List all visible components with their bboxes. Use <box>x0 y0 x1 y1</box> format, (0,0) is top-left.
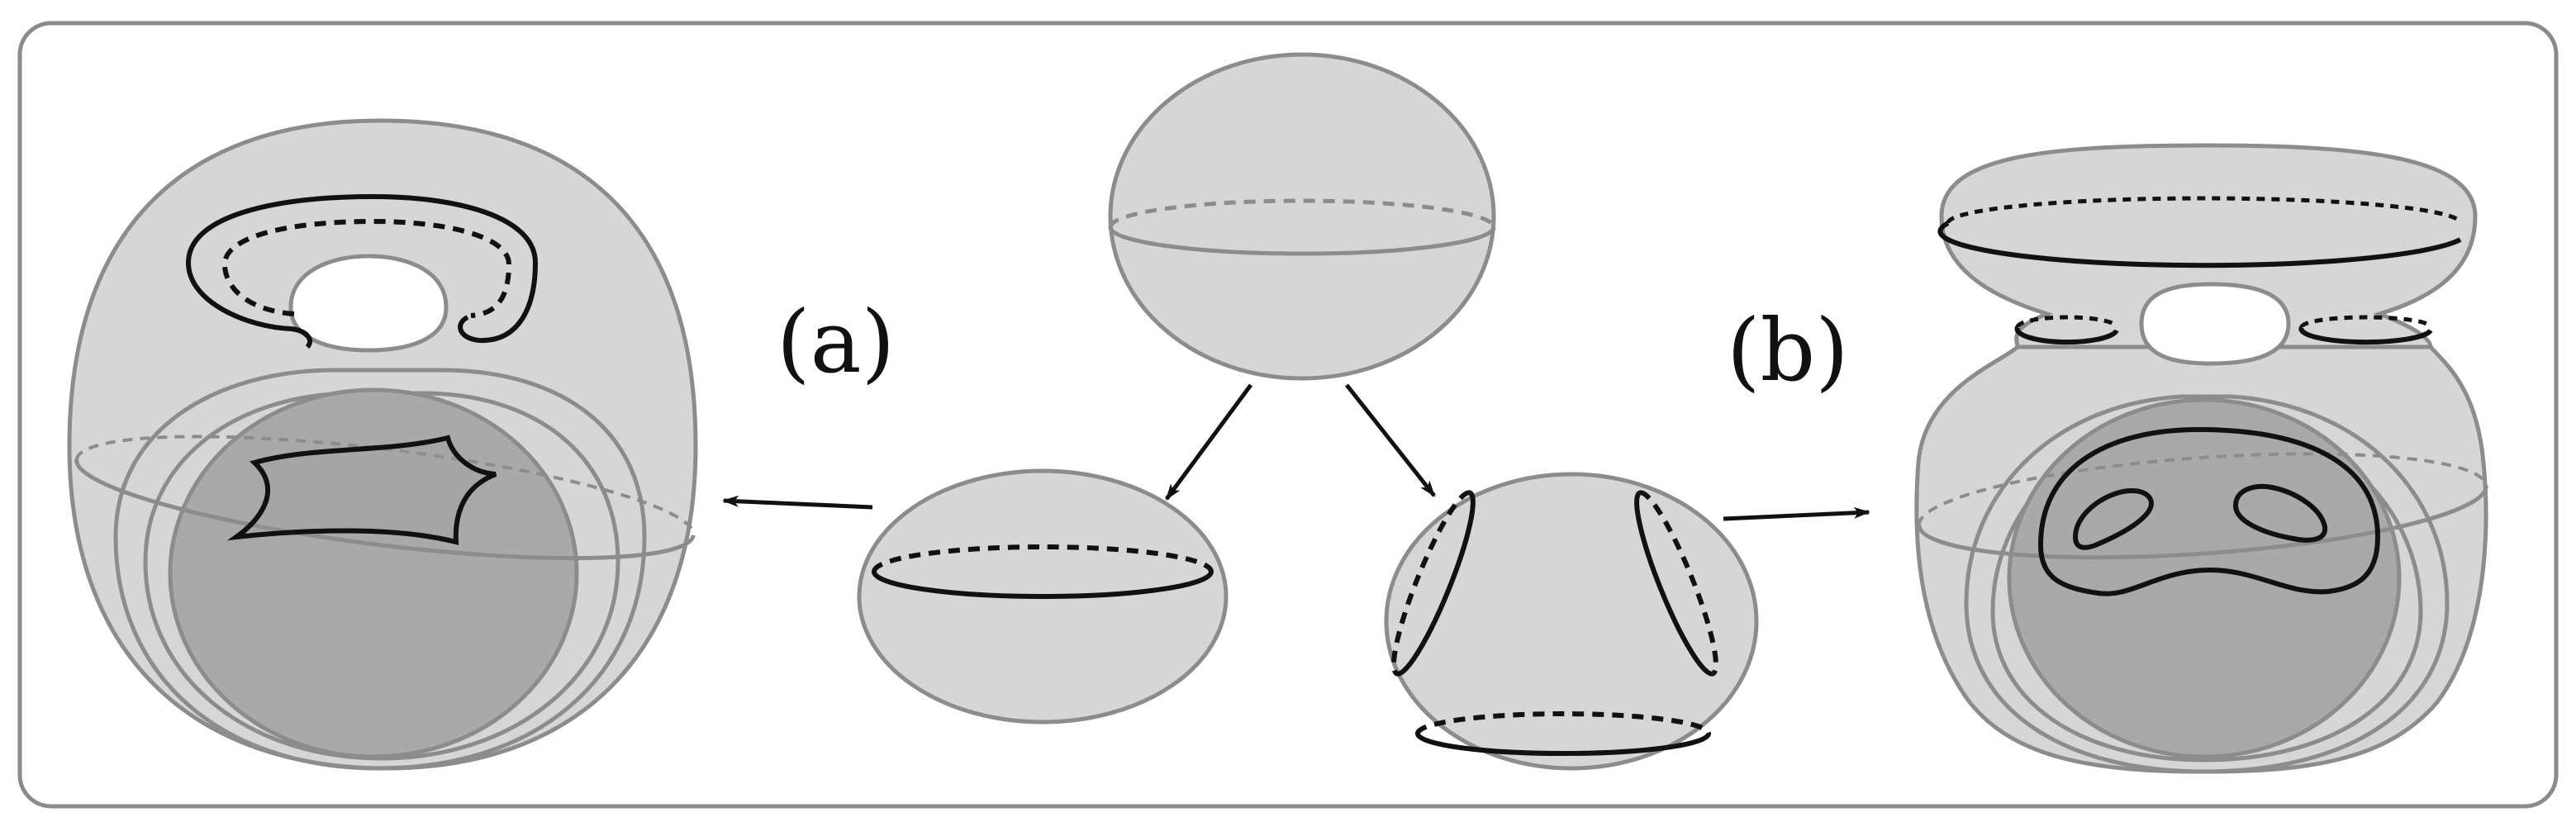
curve-back <box>872 544 1214 573</box>
label-a: (a) <box>777 292 895 392</box>
equator-back <box>1108 198 1496 228</box>
small-hole-left <box>2072 487 2154 550</box>
handle-curve-dashed <box>221 218 512 318</box>
center-right-sphere <box>1384 472 1759 771</box>
inner-sphere <box>168 387 579 759</box>
left-figure <box>67 118 698 771</box>
center-left-sphere <box>857 468 1229 725</box>
small-hole-right <box>2232 483 2328 543</box>
top-bulb <box>1939 143 2478 349</box>
outer-frame <box>17 21 2559 809</box>
arrow-to-left-sphere <box>1164 383 1253 501</box>
inner-sphere <box>2007 397 2402 759</box>
cusped-curve <box>226 435 497 545</box>
arrow-to-right-sphere <box>1345 383 1436 497</box>
hole <box>288 254 449 353</box>
label-b: (b) <box>1727 300 1849 401</box>
genus-two-curve <box>2037 426 2381 596</box>
arrow-to-right-figure <box>1723 506 1870 521</box>
right-figure <box>1914 143 2488 774</box>
center-top-sphere <box>1108 52 1496 381</box>
equator-front <box>1108 226 1496 256</box>
handle-curve-solid <box>185 193 539 344</box>
curve-front <box>872 571 1214 599</box>
arrow-to-left-figure <box>722 495 873 510</box>
